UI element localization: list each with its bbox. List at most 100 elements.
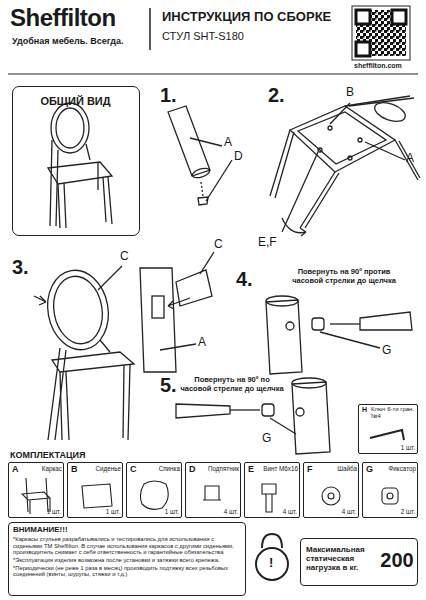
part-box: DПодпятник4 шт. — [185, 462, 241, 518]
chair-upside-down — [300, 228, 306, 236]
part-count: 1 шт. — [155, 508, 179, 515]
fixator-detail-cw — [292, 378, 326, 388]
chair-back-mount — [34, 265, 134, 440]
chair-upside-down — [328, 126, 332, 130]
part-name: Спинка — [139, 465, 180, 472]
part-letter: D — [189, 464, 196, 474]
step-number: 4. — [236, 268, 253, 291]
load-box: Максимальная статическая нагрузка в кг.2… — [300, 538, 418, 586]
part-name: Фиксатор — [375, 465, 416, 472]
part-name: Винт М6х16 — [257, 465, 298, 472]
rotation-note: Повернуть на 90º против часовой стрелки … — [286, 268, 402, 285]
fixator-detail-ccw — [330, 323, 360, 324]
header-rule — [8, 74, 418, 75]
callout-letter: B — [346, 86, 354, 100]
fixator-detail-cw — [262, 404, 274, 416]
part-box: EВинт М6х164 шт. — [244, 462, 300, 518]
callout-letter: E,F — [258, 236, 277, 250]
sheet-title: ИНСТРУКЦИЯ ПО СБОРКЕ — [162, 10, 331, 25]
chair-back-mount — [34, 296, 46, 305]
chair-upside-down — [330, 103, 350, 124]
chair-upside-down — [282, 218, 306, 233]
chair-back-mount — [42, 265, 115, 354]
callout-letter: C — [120, 250, 129, 264]
chair-upside-down — [275, 98, 420, 228]
callout-letter: D — [234, 150, 243, 164]
part-name: Шайба — [316, 465, 357, 472]
chair-general-view — [58, 163, 112, 228]
step-number: 3. — [12, 256, 29, 279]
warning-box: ВНИМАНИЕ!!!*Каркасы стульев разрабатывал… — [8, 522, 246, 596]
fixator-detail-cw — [230, 409, 260, 410]
step-number: 2. — [268, 84, 285, 107]
part-icons — [22, 430, 404, 514]
view-heading: ОБЩИЙ ВИД — [13, 95, 138, 108]
part-letter: H — [362, 406, 367, 414]
qr-code — [356, 10, 406, 56]
part-box: CСпинка 1 шт. — [126, 462, 182, 518]
chair-general-view — [48, 103, 112, 228]
warning-note: *Периодически (не реже 1 раза в месяц) п… — [13, 565, 241, 578]
chair-upside-down — [348, 156, 352, 160]
chair-back-mount — [48, 272, 107, 347]
fixator-detail-ccw — [266, 296, 412, 374]
part-box: FШайба 4 шт. — [303, 462, 359, 518]
part-icons — [82, 484, 112, 508]
kettlebell-icon — [262, 534, 282, 548]
chair-upside-down — [282, 152, 318, 232]
warning-heading: ВНИМАНИЕ!!! — [13, 525, 68, 534]
part-letter: G — [366, 464, 373, 474]
chair-upside-down — [358, 138, 362, 142]
chair-back-mount — [48, 340, 134, 440]
section-heading: КОМПЛЕКТАЦИЯ — [10, 450, 85, 460]
part-count: 1 шт. — [96, 508, 120, 515]
part-count: 4 шт. — [273, 508, 297, 515]
rotation-note: Повернуть на 90º по часовой стрелке до щ… — [180, 376, 284, 393]
chair-upside-down — [365, 142, 405, 160]
tube-slot-detail — [152, 296, 164, 318]
part-count: 2 шт. — [391, 508, 415, 515]
part-icons — [203, 486, 221, 500]
general-view-box: ОБЩИЙ ВИД — [12, 86, 140, 236]
brand-slogan: Удобная мебель. Всегда. — [12, 36, 124, 46]
part-letter: F — [307, 464, 313, 474]
warning-mark: ! — [269, 556, 273, 571]
part-count: 1 шт. — [391, 444, 415, 451]
chair-upside-down — [270, 96, 420, 236]
part-letter: B — [71, 464, 78, 474]
part-icons — [382, 488, 398, 504]
part-count: 4 шт. — [332, 508, 356, 515]
load-caption: Максимальная статическая нагрузка в кг. — [306, 545, 378, 573]
leg-tube — [201, 182, 203, 196]
part-box: BСиденье1 шт. — [67, 462, 123, 518]
callout-letter: C — [214, 238, 223, 252]
chair-general-view — [50, 140, 90, 226]
model-name: СТУЛ SHT-S180 — [162, 30, 244, 43]
step-number: 5. — [160, 374, 177, 397]
chair-back-mount — [98, 266, 122, 290]
header-divider — [149, 8, 151, 50]
part-icons — [370, 430, 404, 440]
fixator-detail-ccw — [266, 296, 298, 306]
part-name: Подпятник — [198, 465, 239, 472]
fixator-detail-ccw — [286, 322, 294, 330]
tool-box: H Ключ 6-ти гран. №4 1 шт. — [358, 404, 418, 454]
fixator-detail-cw — [270, 418, 296, 434]
part-count: 1 шт. — [37, 508, 61, 515]
part-name: Ключ 6-ти гран. №4 — [371, 406, 415, 420]
part-icons — [387, 493, 393, 499]
leg-tube — [190, 138, 222, 146]
chair-upside-down — [298, 112, 386, 164]
chair-general-view — [51, 103, 89, 153]
part-name: Каркас — [21, 465, 62, 472]
tube-slot-detail — [140, 268, 176, 372]
qr-code — [356, 42, 370, 56]
tube-slot-detail — [160, 344, 196, 350]
part-icons — [22, 478, 50, 514]
qr-code — [356, 10, 370, 24]
fixator-detail-cw — [292, 382, 330, 454]
leg-tube — [191, 166, 211, 179]
callout-letter: A — [406, 152, 414, 166]
part-letter: C — [130, 464, 137, 474]
part-icons — [262, 484, 276, 512]
